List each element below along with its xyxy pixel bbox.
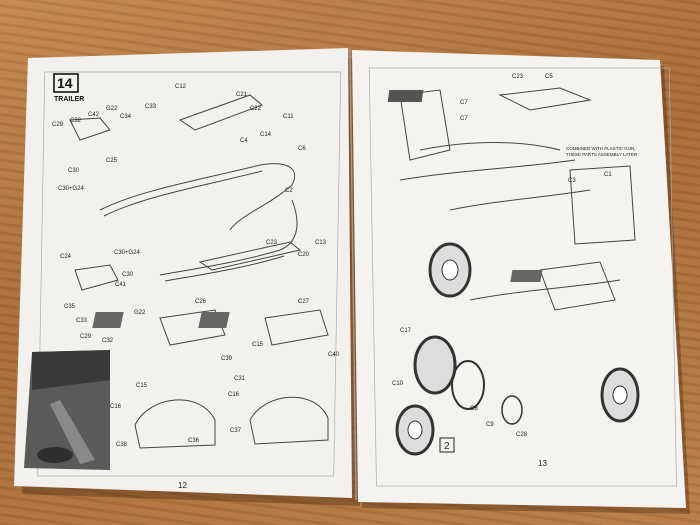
part-label: C10 bbox=[392, 381, 404, 387]
note-line-2: THESE PARTS ASSEMBLY LATER bbox=[566, 152, 638, 157]
part-label: C27 bbox=[298, 299, 310, 305]
part-label: C41 bbox=[115, 282, 127, 288]
part-label: C26 bbox=[195, 299, 207, 305]
right-page: COMBINED WITH PLASTIC GUN, THESE PARTS A… bbox=[352, 50, 686, 508]
left-part-labels: C12 C21 C22 C42 G22 C33 C34 C29 C32 C25 … bbox=[52, 84, 340, 448]
right-page-number: 13 bbox=[538, 459, 547, 468]
part-label: C32 bbox=[102, 338, 114, 344]
part-label: C9 bbox=[486, 422, 494, 428]
left-page-number: 12 bbox=[178, 481, 187, 490]
part-label: C1 bbox=[604, 172, 612, 178]
part-label: C24 bbox=[60, 254, 72, 260]
part-label: C31 bbox=[234, 376, 246, 382]
part-label: C30+G24 bbox=[114, 250, 141, 256]
part-label: C11 bbox=[283, 114, 294, 120]
part-label: C39 bbox=[221, 356, 233, 362]
part-label: C36 bbox=[188, 438, 200, 444]
part-label: C21 bbox=[236, 92, 248, 98]
part-label: C32 bbox=[70, 118, 82, 124]
part-label: C29 bbox=[52, 122, 64, 128]
right-part-labels: C23 C5 C7 C3 C1 C17 C10 C8 C9 C28 C7 bbox=[392, 74, 612, 438]
part-label: C16 bbox=[110, 404, 122, 410]
part-label: C33 bbox=[76, 318, 88, 324]
part-label: C30 bbox=[122, 272, 134, 278]
part-label: C22 bbox=[250, 106, 262, 112]
part-label: C23 bbox=[266, 240, 278, 246]
part-label: C35 bbox=[64, 304, 76, 310]
part-label: C30+G24 bbox=[58, 186, 85, 192]
reference-photo bbox=[24, 350, 110, 470]
assembly-note: COMBINED WITH PLASTIC GUN, THESE PARTS A… bbox=[566, 146, 638, 157]
trailer-chassis-drawing bbox=[69, 94, 329, 449]
part-label: C8 bbox=[470, 406, 478, 412]
part-label: C2 bbox=[285, 188, 293, 194]
part-label: C40 bbox=[328, 352, 340, 358]
part-label: C33 bbox=[145, 104, 157, 110]
step-box bbox=[439, 437, 455, 453]
part-label: C25 bbox=[106, 158, 118, 164]
part-label: C23 bbox=[512, 74, 524, 80]
part-label: C13 bbox=[315, 240, 327, 246]
trailer-assembly-drawing bbox=[399, 87, 636, 311]
part-label: C20 bbox=[298, 252, 310, 258]
left-page: 14 TRAILER C12 C21 bbox=[14, 48, 352, 498]
note-line-1: COMBINED WITH PLASTIC GUN, bbox=[566, 146, 636, 151]
section-title: TRAILER bbox=[54, 96, 84, 103]
part-label: C5 bbox=[545, 74, 553, 80]
part-label: C4 bbox=[240, 138, 248, 144]
part-label: C28 bbox=[516, 432, 528, 438]
part-label: C14 bbox=[260, 132, 272, 138]
wheel-drawings bbox=[395, 242, 640, 456]
part-label: C34 bbox=[120, 114, 132, 120]
part-label: C16 bbox=[228, 392, 240, 398]
part-label: C29 bbox=[80, 334, 92, 340]
part-label: C3 bbox=[568, 178, 576, 184]
part-label: C12 bbox=[175, 84, 187, 90]
part-label: C6 bbox=[298, 146, 306, 152]
part-label: C15 bbox=[136, 383, 148, 389]
part-label: C7 bbox=[460, 100, 468, 106]
part-label: C7 bbox=[460, 116, 468, 122]
step-number-box bbox=[53, 73, 79, 93]
part-label: C15 bbox=[252, 342, 264, 348]
step-number: 14 bbox=[57, 75, 73, 91]
part-label: C30 bbox=[68, 168, 80, 174]
part-label: G22 bbox=[134, 310, 146, 316]
box-number: 2 bbox=[444, 441, 450, 452]
part-label: C37 bbox=[230, 428, 242, 434]
part-label: C42 bbox=[88, 112, 100, 118]
part-label: C17 bbox=[400, 328, 412, 334]
part-label: C38 bbox=[116, 442, 128, 448]
part-label: G22 bbox=[106, 106, 118, 112]
